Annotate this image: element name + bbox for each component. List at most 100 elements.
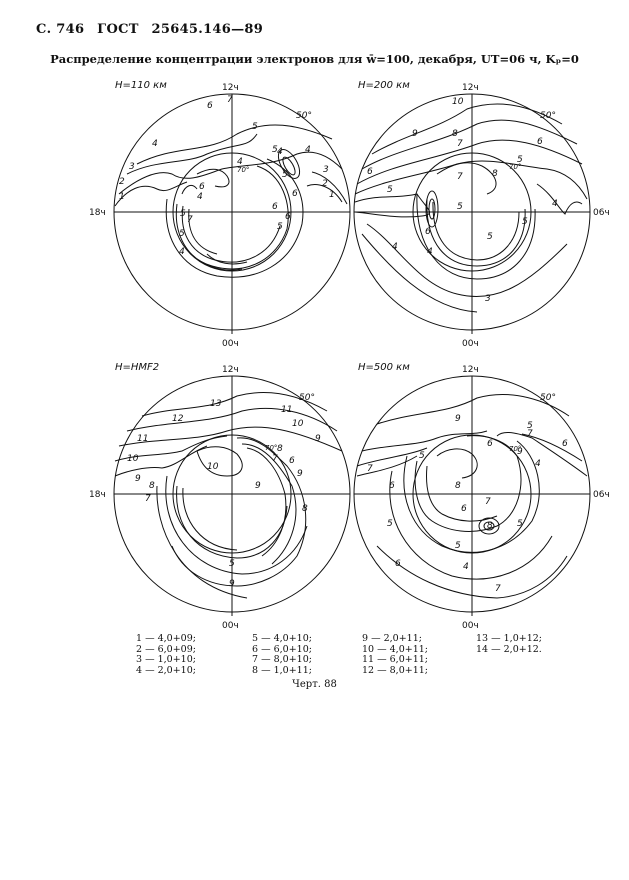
svg-text:4: 4 bbox=[392, 242, 398, 252]
svg-text:8: 8 bbox=[487, 521, 493, 531]
svg-text:8: 8 bbox=[277, 444, 283, 454]
svg-text:10: 10 bbox=[452, 97, 464, 107]
svg-text:7: 7 bbox=[187, 215, 193, 225]
legend-item: 1 — 4,0+09; bbox=[136, 633, 196, 644]
polar-map-500km: 12ч 00ч 06ч 50° 70° 9 7 6 5 4 5 6 7 8 5 … bbox=[337, 365, 610, 646]
svg-text:10: 10 bbox=[207, 462, 219, 472]
svg-text:13: 13 bbox=[210, 399, 222, 409]
svg-text:7: 7 bbox=[457, 172, 463, 182]
lat-70: 70° bbox=[509, 163, 521, 171]
svg-text:7: 7 bbox=[367, 464, 373, 474]
svg-text:6: 6 bbox=[487, 439, 493, 449]
polar-map-110km-svg: 12ч 00ч 18ч 50° 70° 6 7 5 4 4 4 3 2 1 1 … bbox=[89, 83, 351, 349]
time-12: 12ч bbox=[462, 83, 479, 93]
svg-text:11: 11 bbox=[281, 405, 292, 415]
time-18: 18ч bbox=[89, 490, 106, 500]
lat-50: 50° bbox=[299, 393, 315, 403]
svg-text:4: 4 bbox=[305, 145, 311, 155]
legend-item: 2 — 6,0+09; bbox=[136, 643, 196, 655]
legend-item: 9 — 2,0+11; bbox=[362, 633, 422, 644]
svg-text:8: 8 bbox=[302, 504, 308, 514]
time-12: 12ч bbox=[222, 365, 239, 375]
time-00: 00ч bbox=[462, 621, 479, 631]
svg-text:3: 3 bbox=[323, 165, 329, 175]
svg-text:6: 6 bbox=[461, 504, 467, 514]
svg-text:5: 5 bbox=[455, 541, 461, 551]
svg-text:9: 9 bbox=[412, 129, 418, 139]
svg-text:4: 4 bbox=[463, 562, 469, 572]
figure-title: Распределение концентрации электронов дл… bbox=[50, 52, 579, 66]
svg-text:9: 9 bbox=[315, 434, 321, 444]
svg-text:8: 8 bbox=[452, 129, 458, 139]
svg-text:6: 6 bbox=[207, 101, 213, 111]
legend-item: 14 — 2,0+12. bbox=[476, 643, 542, 655]
svg-text:7: 7 bbox=[145, 494, 151, 504]
polar-map-110km: 12ч 00ч 18ч 50° 70° 6 7 5 4 4 4 3 2 1 1 … bbox=[89, 83, 367, 364]
legend-item: 3 — 1,0+10; bbox=[136, 654, 196, 665]
svg-text:9: 9 bbox=[229, 579, 235, 589]
svg-text:5: 5 bbox=[272, 145, 278, 155]
polar-map-hmf2-svg: 12ч 00ч 18ч 50° 70° 13 12 11 10 9 11 10 … bbox=[89, 365, 351, 631]
page-header: С. 746 ГОСТ 25645.146—89 bbox=[36, 22, 271, 37]
svg-text:8: 8 bbox=[492, 169, 498, 179]
legend-item: 12 — 8,0+11; bbox=[362, 664, 428, 676]
svg-text:3: 3 bbox=[485, 294, 491, 304]
svg-text:11: 11 bbox=[137, 434, 148, 444]
time-06: 06ч bbox=[593, 490, 610, 500]
svg-text:6: 6 bbox=[289, 456, 295, 466]
polar-map-500km-svg: 12ч 00ч 06ч 50° 70° 9 7 6 5 4 5 6 7 8 5 … bbox=[353, 365, 610, 631]
time-06: 06ч bbox=[593, 208, 610, 218]
svg-text:6: 6 bbox=[272, 202, 278, 212]
standard-number: 25645.146—89 bbox=[151, 22, 264, 37]
panel-label-200: H=200 км bbox=[358, 80, 410, 91]
panel-label-110: H=110 км bbox=[115, 80, 167, 91]
legend-item: 8 — 1,0+11; bbox=[252, 664, 312, 676]
time-00: 00ч bbox=[462, 339, 479, 349]
svg-text:5: 5 bbox=[527, 421, 533, 431]
svg-text:6: 6 bbox=[537, 137, 543, 147]
time-12: 12ч bbox=[462, 365, 479, 375]
svg-text:5: 5 bbox=[277, 222, 283, 232]
time-00: 00ч bbox=[222, 621, 239, 631]
svg-text:7: 7 bbox=[527, 429, 533, 439]
legend-item: 4 — 2,0+10; bbox=[136, 664, 196, 676]
figure-caption: Черт. 88 bbox=[292, 679, 337, 690]
svg-text:9: 9 bbox=[297, 469, 303, 479]
legend-column-2: 5 — 4,0+10; 6 — 6,0+10; 7 — 8,0+10; 8 — … bbox=[252, 633, 312, 676]
legend-item: 13 — 1,0+12; bbox=[476, 633, 542, 644]
svg-text:5: 5 bbox=[229, 559, 235, 569]
polar-map-200km: 12ч 00ч 06ч 50° 70° 10 9 8 7 6 5 6 5 4 3… bbox=[337, 83, 610, 364]
svg-text:1: 1 bbox=[119, 192, 125, 202]
panel-label-500: H=500 км bbox=[358, 362, 410, 373]
svg-text:9: 9 bbox=[135, 474, 141, 484]
svg-text:4: 4 bbox=[237, 157, 243, 167]
svg-text:5: 5 bbox=[180, 209, 186, 219]
svg-text:10: 10 bbox=[127, 454, 139, 464]
lat-50: 50° bbox=[296, 111, 312, 121]
time-00: 00ч bbox=[222, 339, 239, 349]
svg-text:10: 10 bbox=[292, 419, 304, 429]
svg-text:6: 6 bbox=[389, 481, 395, 491]
svg-text:5: 5 bbox=[522, 217, 528, 227]
svg-text:2: 2 bbox=[119, 177, 125, 187]
svg-text:4: 4 bbox=[152, 139, 158, 149]
svg-text:9: 9 bbox=[517, 447, 523, 457]
svg-text:4: 4 bbox=[197, 192, 203, 202]
legend-item: 11 — 6,0+11; bbox=[362, 654, 428, 665]
svg-text:7: 7 bbox=[227, 95, 233, 105]
svg-text:7: 7 bbox=[457, 139, 463, 149]
svg-text:4: 4 bbox=[552, 199, 558, 209]
svg-text:5: 5 bbox=[387, 519, 393, 529]
polar-map-hmf2: 12ч 00ч 18ч 50° 70° 13 12 11 10 9 11 10 … bbox=[89, 365, 367, 646]
lat-70: 70° bbox=[265, 444, 277, 452]
standard-label: ГОСТ bbox=[97, 22, 139, 37]
svg-text:5: 5 bbox=[282, 170, 288, 180]
svg-text:7: 7 bbox=[485, 497, 491, 507]
svg-text:6: 6 bbox=[199, 182, 205, 192]
svg-text:6: 6 bbox=[425, 227, 431, 237]
svg-text:3: 3 bbox=[129, 162, 135, 172]
svg-text:5: 5 bbox=[179, 229, 185, 239]
svg-text:5: 5 bbox=[517, 519, 523, 529]
legend-item: 10 — 4,0+11; bbox=[362, 643, 428, 655]
svg-text:4: 4 bbox=[535, 459, 541, 469]
